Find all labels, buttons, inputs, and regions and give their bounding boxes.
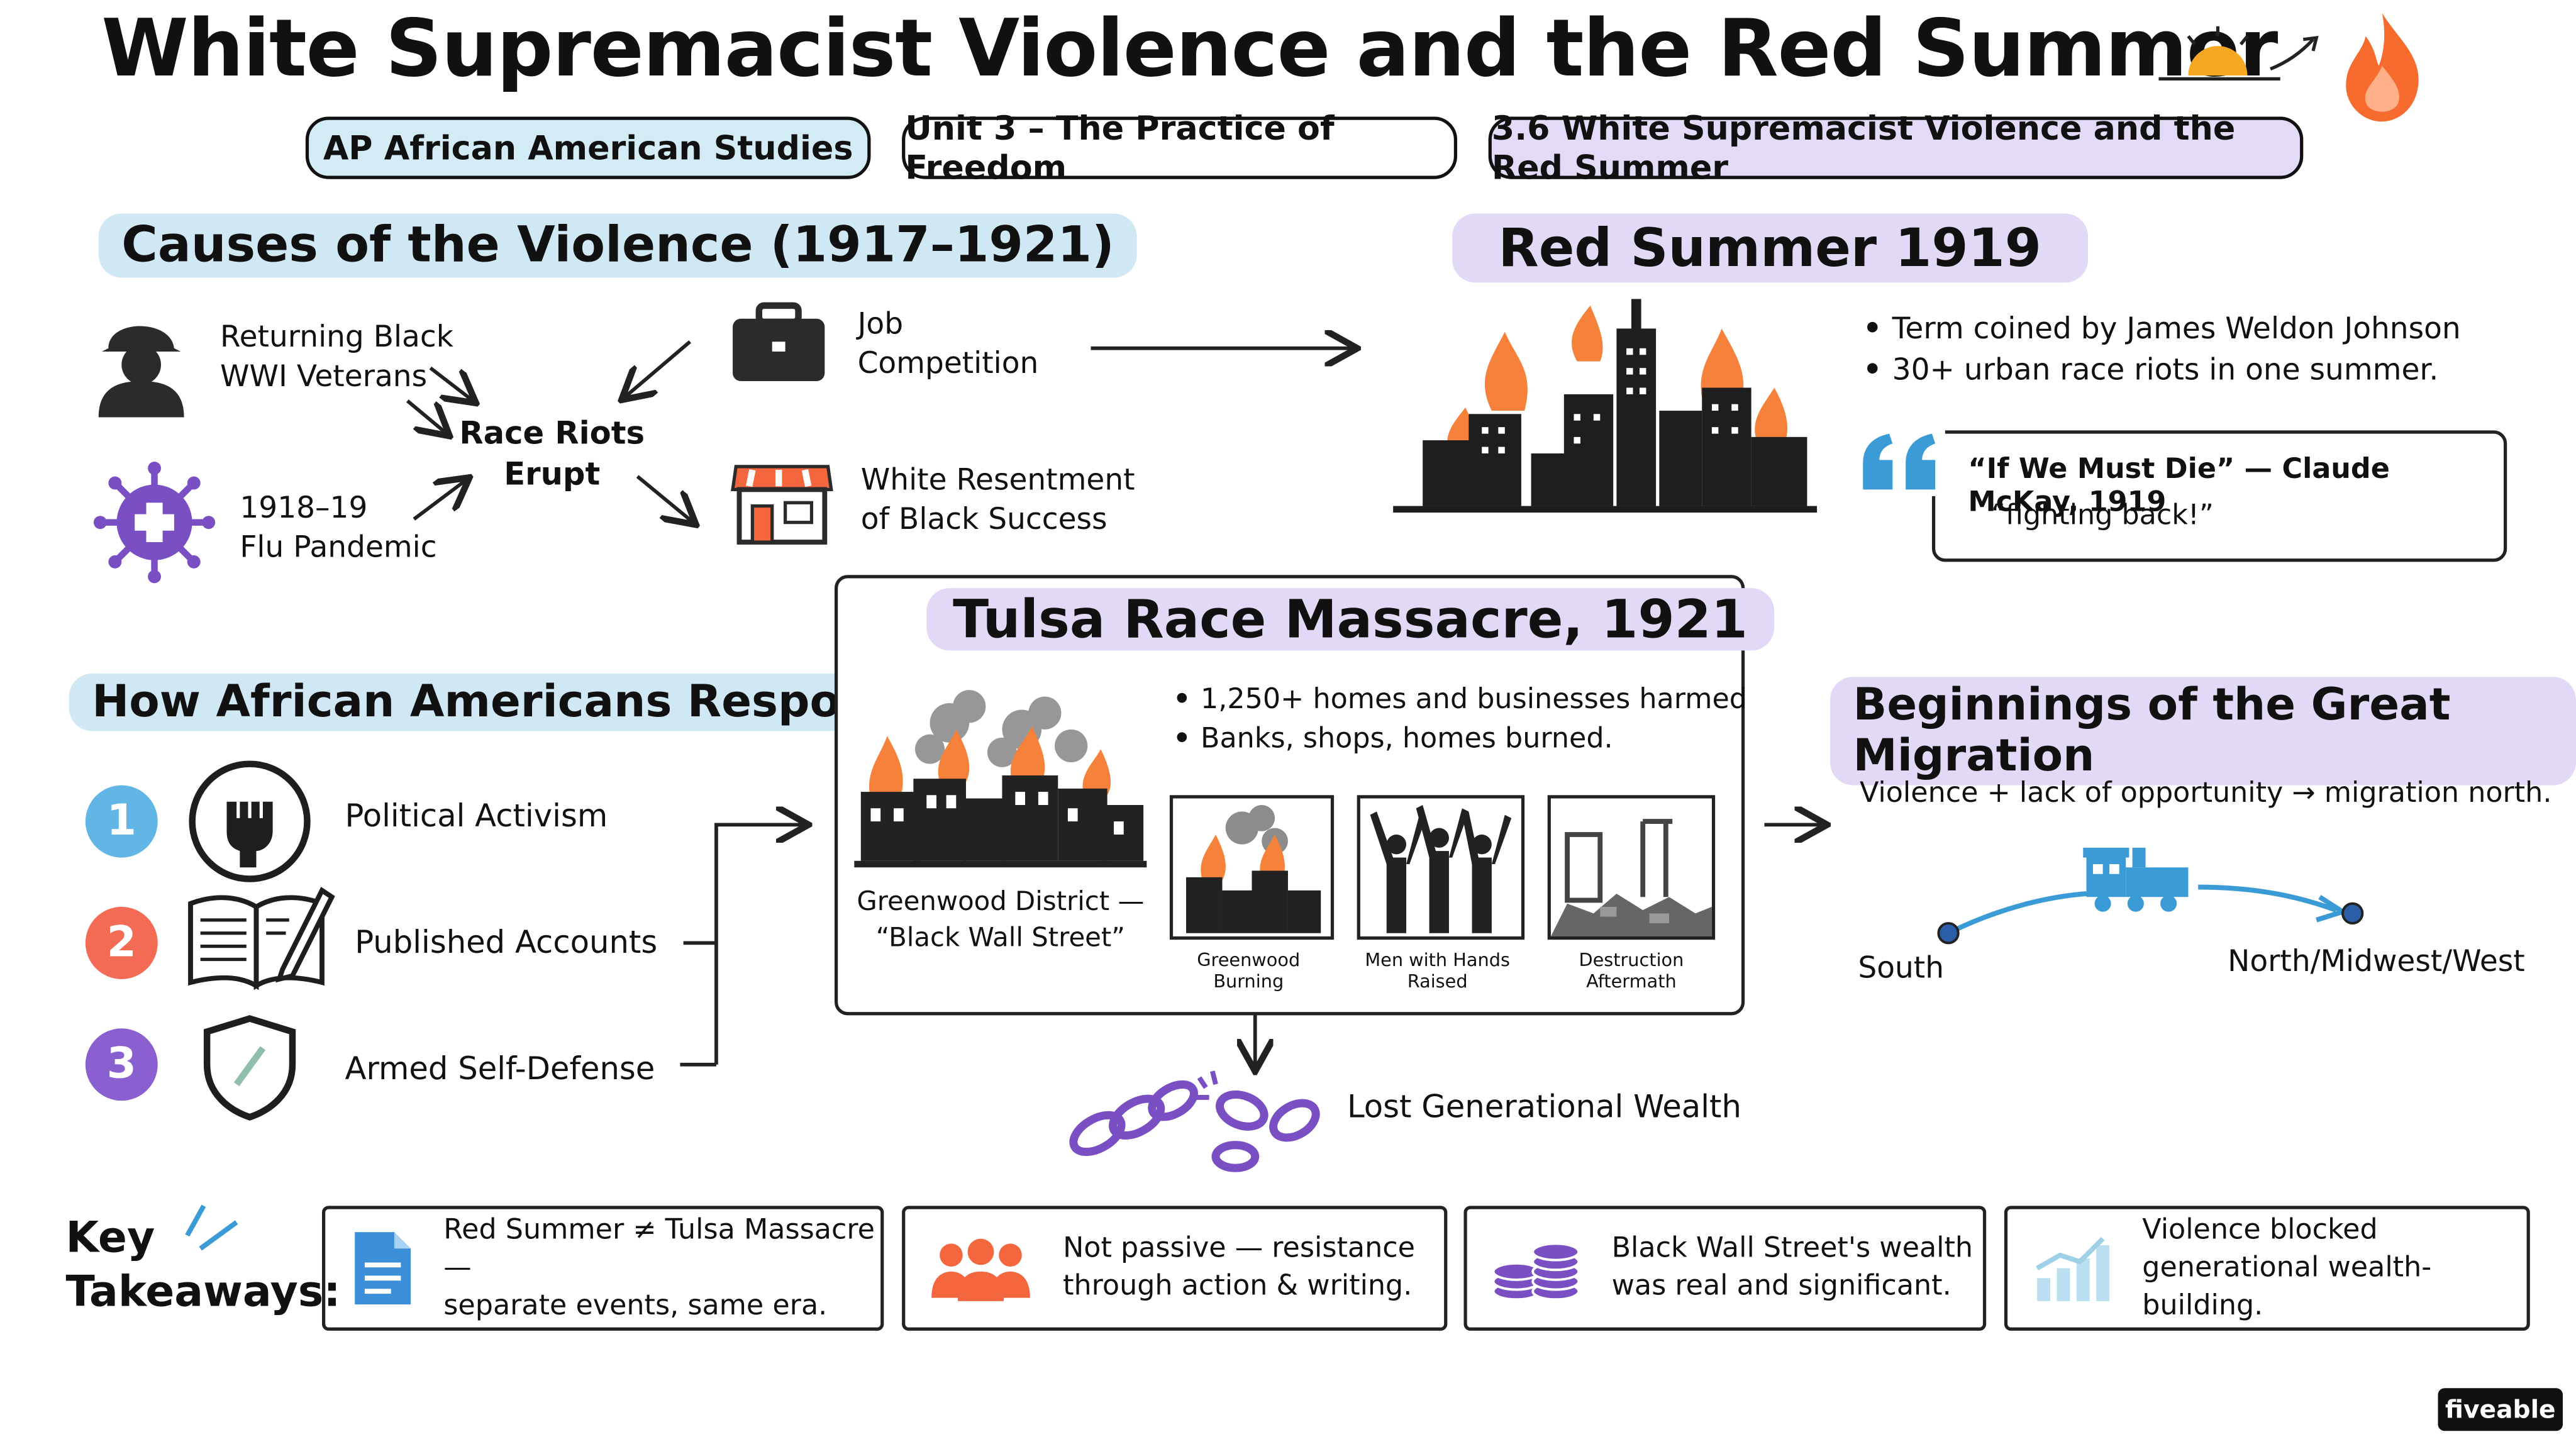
document-icon xyxy=(355,1232,411,1305)
virus-icon xyxy=(93,462,216,584)
photo-destruction xyxy=(1547,795,1716,940)
response-label: Political Activism xyxy=(345,798,608,835)
fire-icon xyxy=(2346,13,2419,122)
number-badge: 1 xyxy=(85,785,158,858)
takeaway-text: Red Summer ≠ Tulsa Massacre — separate e… xyxy=(443,1213,875,1322)
photo-hands-raised xyxy=(1357,795,1525,940)
takeaway-card: Violence blocked generational wealth-bui… xyxy=(2004,1206,2530,1331)
greenwood-burning-icon xyxy=(854,690,1147,868)
cause-resentment: White Resentment of Black Success xyxy=(860,463,1135,538)
photo-caption: Destruction Aftermath xyxy=(1579,949,1684,992)
red-summer-bullet: 30+ urban race riots in one summer. xyxy=(1863,350,2460,391)
photo-caption: Men with Hands Raised xyxy=(1365,949,1510,992)
tulsa-bullet: 1,250+ homes and businesses harmed xyxy=(1173,680,1747,719)
takeaway-card: Red Summer ≠ Tulsa Massacre — separate e… xyxy=(321,1206,884,1331)
greenwood-caption: Greenwood District — “Black Wall Street” xyxy=(857,885,1145,953)
train-icon xyxy=(2083,847,2189,912)
migration-heading: Beginnings of the Great Migration xyxy=(1829,677,2576,786)
takeaway-text: Not passive — resistance through action … xyxy=(1063,1232,1416,1303)
red-summer-heading: Red Summer 1919 xyxy=(1452,213,2088,283)
response-label: Armed Self-Defense xyxy=(345,1051,655,1088)
quote-text: “fighting back!” xyxy=(1990,499,2214,533)
soldier-icon xyxy=(98,326,184,418)
tulsa-bullets: 1,250+ homes and businesses harmed Banks… xyxy=(1173,680,1747,758)
broken-chain-icon xyxy=(1069,1070,1320,1172)
tag-course: AP African American Studies xyxy=(305,116,871,179)
lost-wealth-label: Lost Generational Wealth xyxy=(1347,1089,1741,1126)
number-badge: 3 xyxy=(85,1028,158,1101)
shield-icon xyxy=(203,1015,296,1121)
red-summer-bullet: Term coined by James Weldon Johnson xyxy=(1863,309,2461,350)
number-badge: 2 xyxy=(85,906,158,979)
tulsa-heading: Tulsa Race Massacre, 1921 xyxy=(926,588,1774,651)
book-pen-icon xyxy=(188,887,335,991)
takeaway-text: Violence blocked generational wealth-bui… xyxy=(2142,1213,2432,1322)
migration-from: South xyxy=(1858,951,1945,986)
growth-chart-icon xyxy=(2036,1236,2110,1301)
takeaway-text: Black Wall Street's wealth was real and … xyxy=(1611,1232,1974,1303)
migration-route xyxy=(1937,847,2364,945)
coin-stacks-icon xyxy=(1492,1242,1580,1301)
cause-flu: 1918–19 Flu Pandemic xyxy=(240,491,437,565)
red-summer-bullets: Term coined by James Weldon Johnson 30+ … xyxy=(1863,309,2461,391)
tulsa-bullet: Banks, shops, homes burned. xyxy=(1173,719,1747,759)
quote-box: “If We Must Die” — Claude McKay, 1919 “f… xyxy=(1931,430,2507,562)
raised-fist-icon xyxy=(189,760,311,882)
storefront-icon xyxy=(731,465,833,545)
quote-title: “If We Must Die” — Claude McKay, 1919 xyxy=(1968,453,2390,519)
race-riots-erupt: Race Riots Erupt xyxy=(459,415,645,493)
takeaways-heading: Key Takeaways: xyxy=(65,1214,341,1318)
cause-veterans: Returning Black WWI Veterans xyxy=(220,320,453,394)
migration-text: Violence + lack of opportunity → migrati… xyxy=(1860,777,2552,810)
briefcase-icon xyxy=(733,302,825,382)
migration-to: North/Midwest/West xyxy=(2228,945,2525,979)
burning-city-icon xyxy=(1393,299,1818,513)
cause-jobs: Job Competition xyxy=(857,307,1039,382)
brand-logo: fiveable xyxy=(2438,1388,2563,1431)
people-group-icon xyxy=(931,1238,1030,1301)
emphasis-marks-icon xyxy=(185,1204,238,1251)
photo-greenwood-burning xyxy=(1169,795,1335,940)
takeaway-card: Not passive — resistance through action … xyxy=(902,1206,1448,1331)
response-label: Published Accounts xyxy=(355,924,658,962)
causes-heading: Causes of the Violence (1917–1921) xyxy=(98,213,1138,278)
photo-caption: Greenwood Burning xyxy=(1197,949,1301,992)
takeaway-card: Black Wall Street's wealth was real and … xyxy=(1463,1206,1987,1331)
sunrise-icon xyxy=(2158,26,2319,80)
page-title: White Supremacist Violence and the Red S… xyxy=(101,3,2278,96)
quote-mark-icon xyxy=(1856,430,1945,496)
